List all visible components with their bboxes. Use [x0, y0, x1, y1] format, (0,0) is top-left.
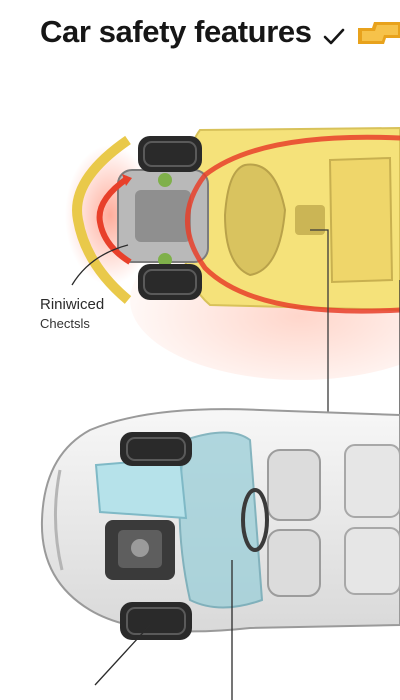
page-title: Car safety features [40, 14, 312, 49]
rear-seat [344, 527, 400, 595]
bowtie-logo [358, 22, 400, 44]
wheel-front-left [120, 432, 192, 466]
leader-line [71, 244, 129, 286]
front-bumper [72, 135, 132, 304]
front-airbag-panel [94, 456, 188, 520]
safety-cage-highlight [185, 134, 400, 314]
rear-seat [344, 444, 400, 518]
callout-label-line1: Riniwiced [40, 296, 105, 313]
front-seat [267, 449, 321, 521]
suspension-mount [158, 253, 172, 267]
steering-wheel [241, 488, 269, 552]
seat-area [328, 156, 394, 284]
title-bar: Car safety features [0, 0, 400, 70]
front-impact-highlight [96, 175, 132, 265]
arrow-icon [122, 174, 132, 186]
top-car-chassis [65, 126, 400, 520]
wheel-front-right [120, 602, 192, 640]
steering-column [223, 163, 287, 277]
center-console [295, 205, 325, 235]
callout-label-line2: Chectsls [40, 316, 90, 331]
bottom-car-body [40, 408, 400, 700]
wheel-front-left [138, 136, 202, 172]
check-icon [323, 28, 345, 45]
wheel-front-right [138, 264, 202, 300]
engine-block [135, 190, 191, 242]
windshield [178, 431, 264, 609]
leader-line [94, 624, 151, 686]
suspension-mount [158, 173, 172, 187]
front-seat [267, 529, 321, 597]
